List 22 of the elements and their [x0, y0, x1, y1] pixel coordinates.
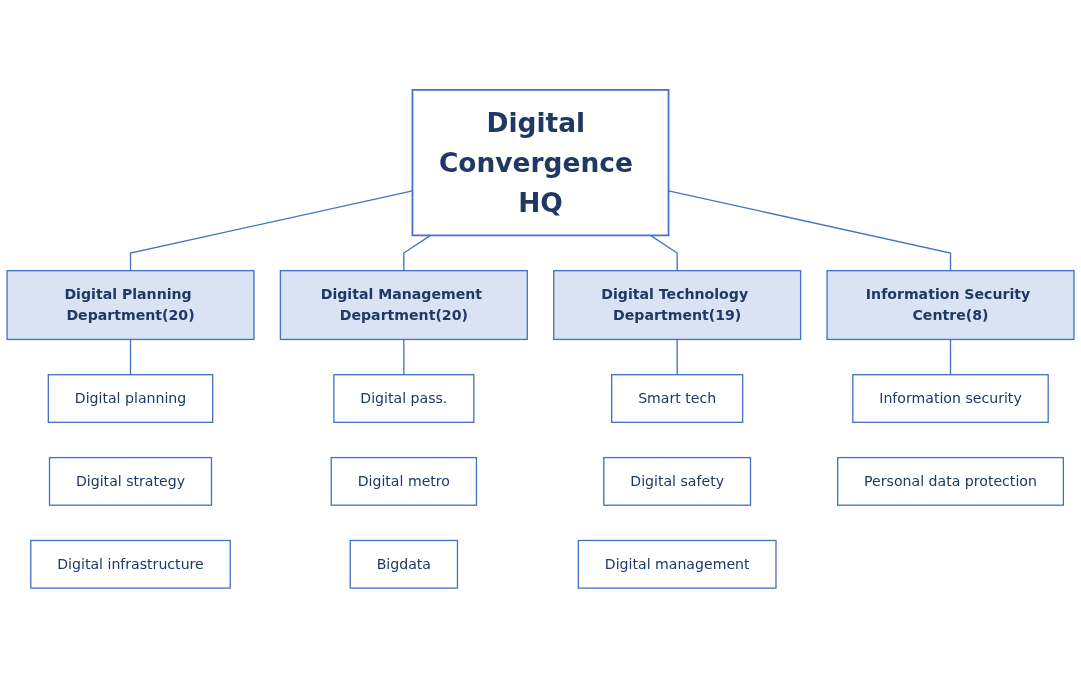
- node-box: Smart tech: [611, 374, 744, 423]
- node-box: Digital metro: [330, 456, 478, 506]
- connector: [403, 338, 405, 376]
- connector: [403, 234, 432, 272]
- node-box: Information Security Centre(8): [826, 270, 1075, 341]
- node-box: Digital planning: [47, 374, 214, 423]
- node-box: Personal data protection: [837, 456, 1064, 506]
- connector: [129, 338, 132, 376]
- connector: [649, 234, 678, 272]
- node-box: Information security: [852, 374, 1049, 423]
- connector: [676, 338, 678, 376]
- node-box: Digital pass.: [333, 374, 475, 423]
- node-box: Digital Planning Department(20): [6, 270, 255, 341]
- node-box: Digital management: [577, 539, 777, 589]
- node-box: Digital safety: [603, 456, 752, 506]
- node-box: Bigdata: [349, 539, 459, 589]
- node-box: Digital Convergence HQ: [411, 89, 670, 237]
- node-box: Digital infrastructure: [30, 539, 231, 589]
- node-box: Digital strategy: [48, 456, 213, 506]
- node-box: Digital Technology Department(19): [553, 270, 802, 341]
- node-box: Digital Management Department(20): [279, 270, 528, 341]
- connector: [949, 338, 952, 376]
